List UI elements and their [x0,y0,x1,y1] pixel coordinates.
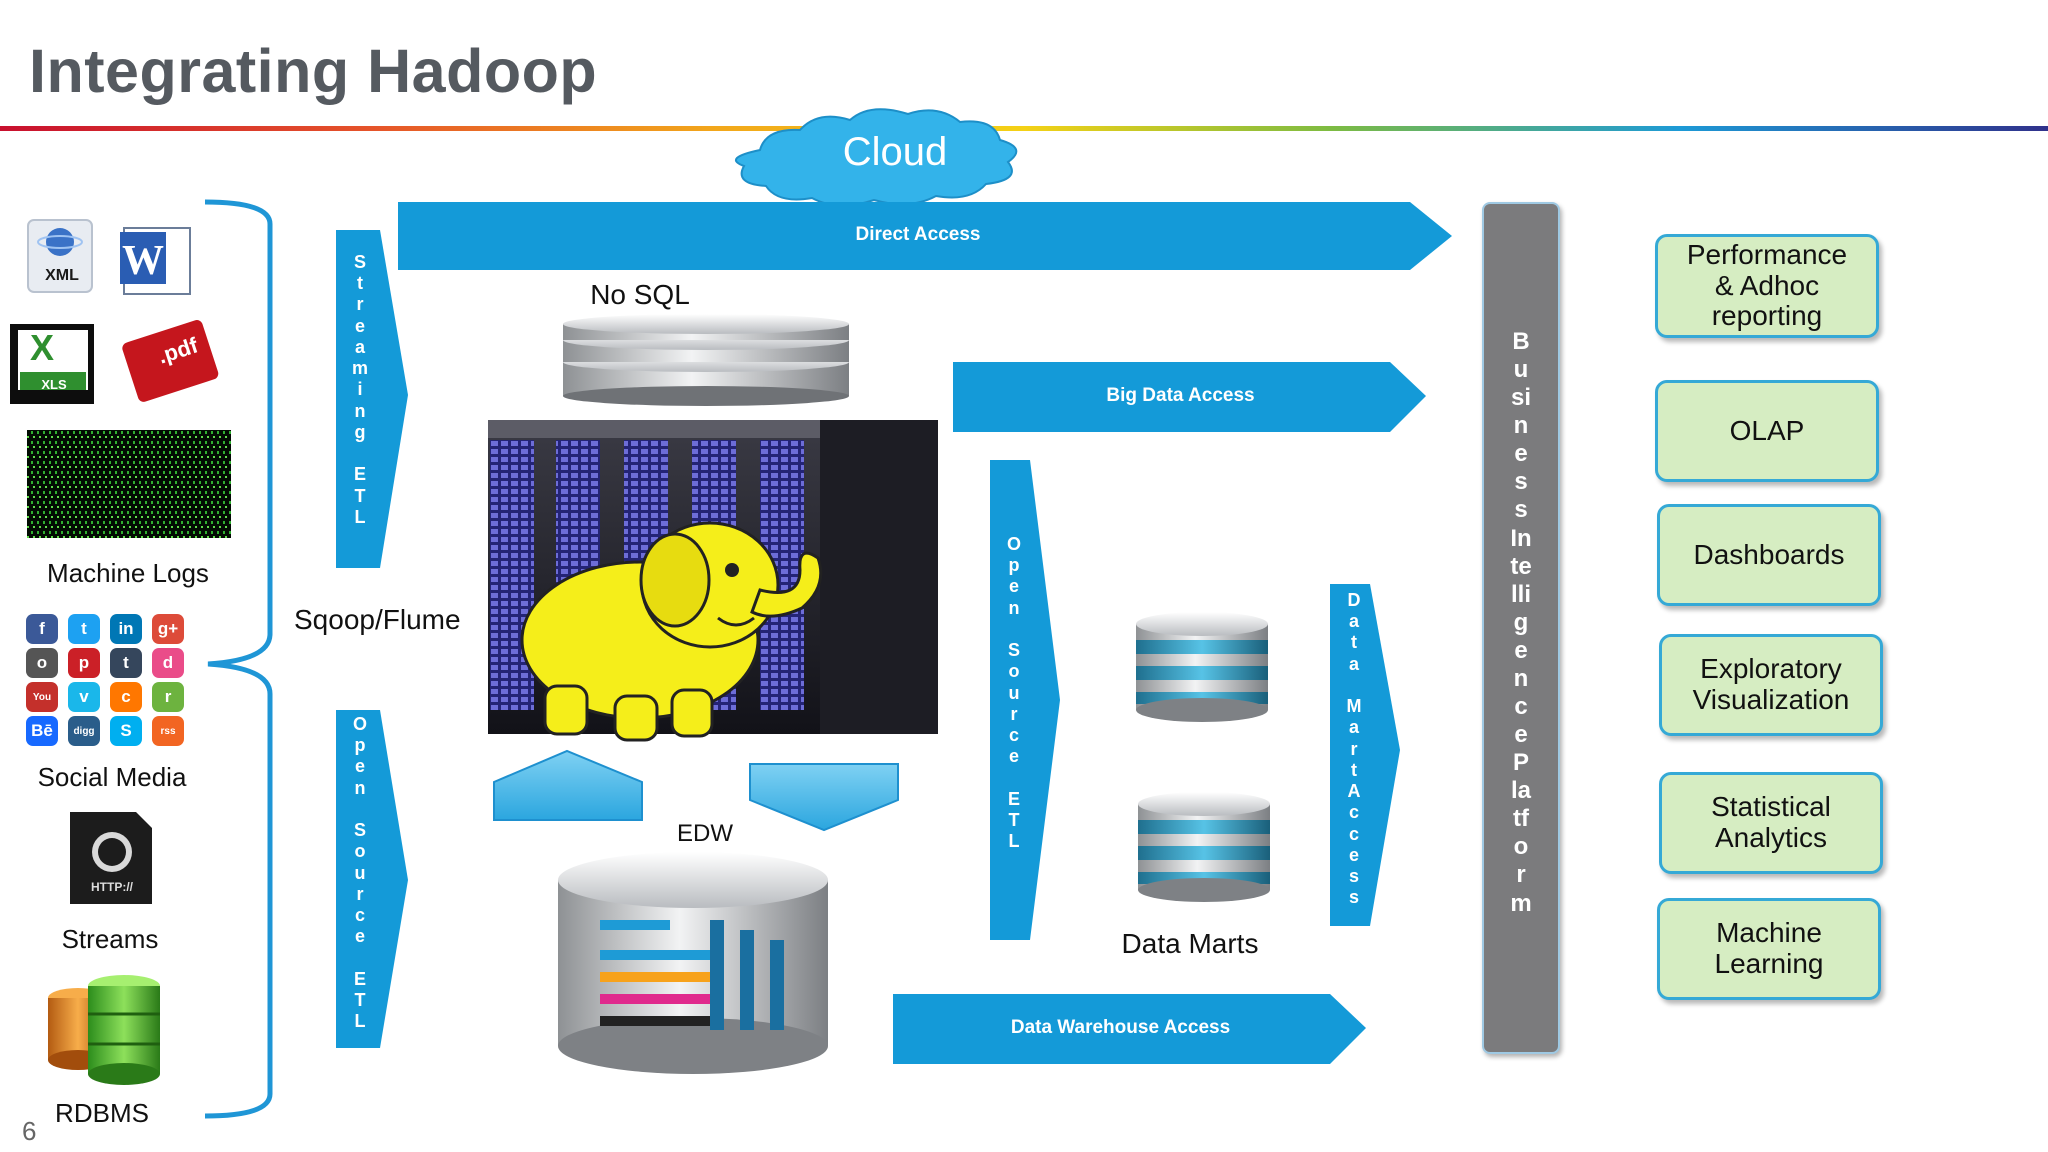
output-olap[interactable]: OLAP [1655,380,1879,482]
output-machine-learning[interactable]: Machine Learning [1657,898,1881,1000]
dribbble-icon: d [152,648,184,678]
youtube-icon: You [26,682,58,712]
edw-database-icon [558,852,828,1074]
output-statistical-analytics[interactable]: Statistical Analytics [1659,772,1883,874]
data-mart-access-arrow [1330,584,1400,926]
hadoop-elephant-icon [520,521,823,742]
output-exploratory-visualization[interactable]: Exploratory Visualization [1659,634,1883,736]
output-dashboards[interactable]: Dashboards [1657,504,1881,606]
download-arrow [749,763,899,832]
sqoop-flume-label: Sqoop/Flume [294,604,461,635]
rdbms-label: RDBMS [55,1098,149,1128]
skype-icon: S [110,716,142,746]
direct-access-arrow [398,202,1452,270]
upload-arrow [493,749,643,821]
digg-icon: digg [68,716,100,746]
svg-text:X: X [30,327,54,368]
xls-icon-label: XLS [41,377,67,392]
edw-label: EDW [677,820,733,847]
machine-logs-image [27,430,231,538]
streaming-etl-arrow [336,230,408,568]
output-performance-adhoc[interactable]: Performance & Adhoc reporting [1655,234,1879,338]
title-rule [0,126,2048,131]
open-source-etl-mid-label: O p e n S o u r c e E T L [1006,534,1021,852]
open-source-etl-arrow-mid [990,460,1060,940]
data-mart-database-icon-2 [1138,792,1270,902]
big-data-access-arrow [953,362,1426,432]
rdbms-icon [48,975,160,1085]
feed-icon: rss [152,716,184,746]
svg-text:W: W [122,238,164,284]
bi-platform-label: B u si n e s s In te lli g e n c e P la … [1510,328,1532,917]
nosql-label: No SQL [590,279,690,310]
linkedin-icon: in [110,614,142,644]
http-icon-label: HTTP:// [91,880,133,894]
bi-platform-bar: B u si n e s s In te lli g e n c e P la … [1482,202,1560,1054]
behance-icon: Bē [26,716,58,746]
direct-access-label: Direct Access [855,224,981,245]
streams-label: Streams [61,924,159,954]
machine-logs-label: Machine Logs [47,558,209,588]
facebook-icon: f [26,614,58,644]
cloud-shape [734,108,1018,207]
data-warehouse-access-arrow [893,994,1366,1064]
xml-icon-label: XML [45,267,79,284]
pdf-icon [122,320,219,402]
sources-bracket [204,199,273,1119]
xml-icon [27,219,93,293]
instagram-icon: o [26,648,58,678]
word-icon: W [120,227,191,295]
pinterest-icon: p [68,648,100,678]
streaming-etl-label: S t r e a m i n g E T L [351,252,368,527]
soundcloud-icon: c [110,682,142,712]
rss-icon: r [152,682,184,712]
tumblr-icon: t [110,648,142,678]
data-marts-label: Data Marts [1121,928,1259,959]
social-media-label: Social Media [37,762,187,792]
cloud-label: Cloud [842,130,948,174]
vimeo-icon: v [68,682,100,712]
xls-icon: X [10,324,94,404]
nosql-database-icon [563,314,849,406]
data-warehouse-access-label: Data Warehouse Access [1010,1017,1231,1038]
page-title: Integrating Hadoop [29,37,598,105]
open-source-etl-left-label: O p e n S o u r c e E T L [352,714,367,1032]
data-mart-access-label: D a t a M a r t A c c e s s [1346,590,1362,908]
open-source-etl-arrow-left [336,710,408,1048]
data-mart-database-icon-1 [1136,612,1268,722]
twitter-icon: t [68,614,100,644]
google-plus-icon: g+ [152,614,184,644]
big-data-access-label: Big Data Access [1106,385,1255,406]
http-stream-icon [70,812,152,904]
page-number: 6 [22,1116,37,1146]
